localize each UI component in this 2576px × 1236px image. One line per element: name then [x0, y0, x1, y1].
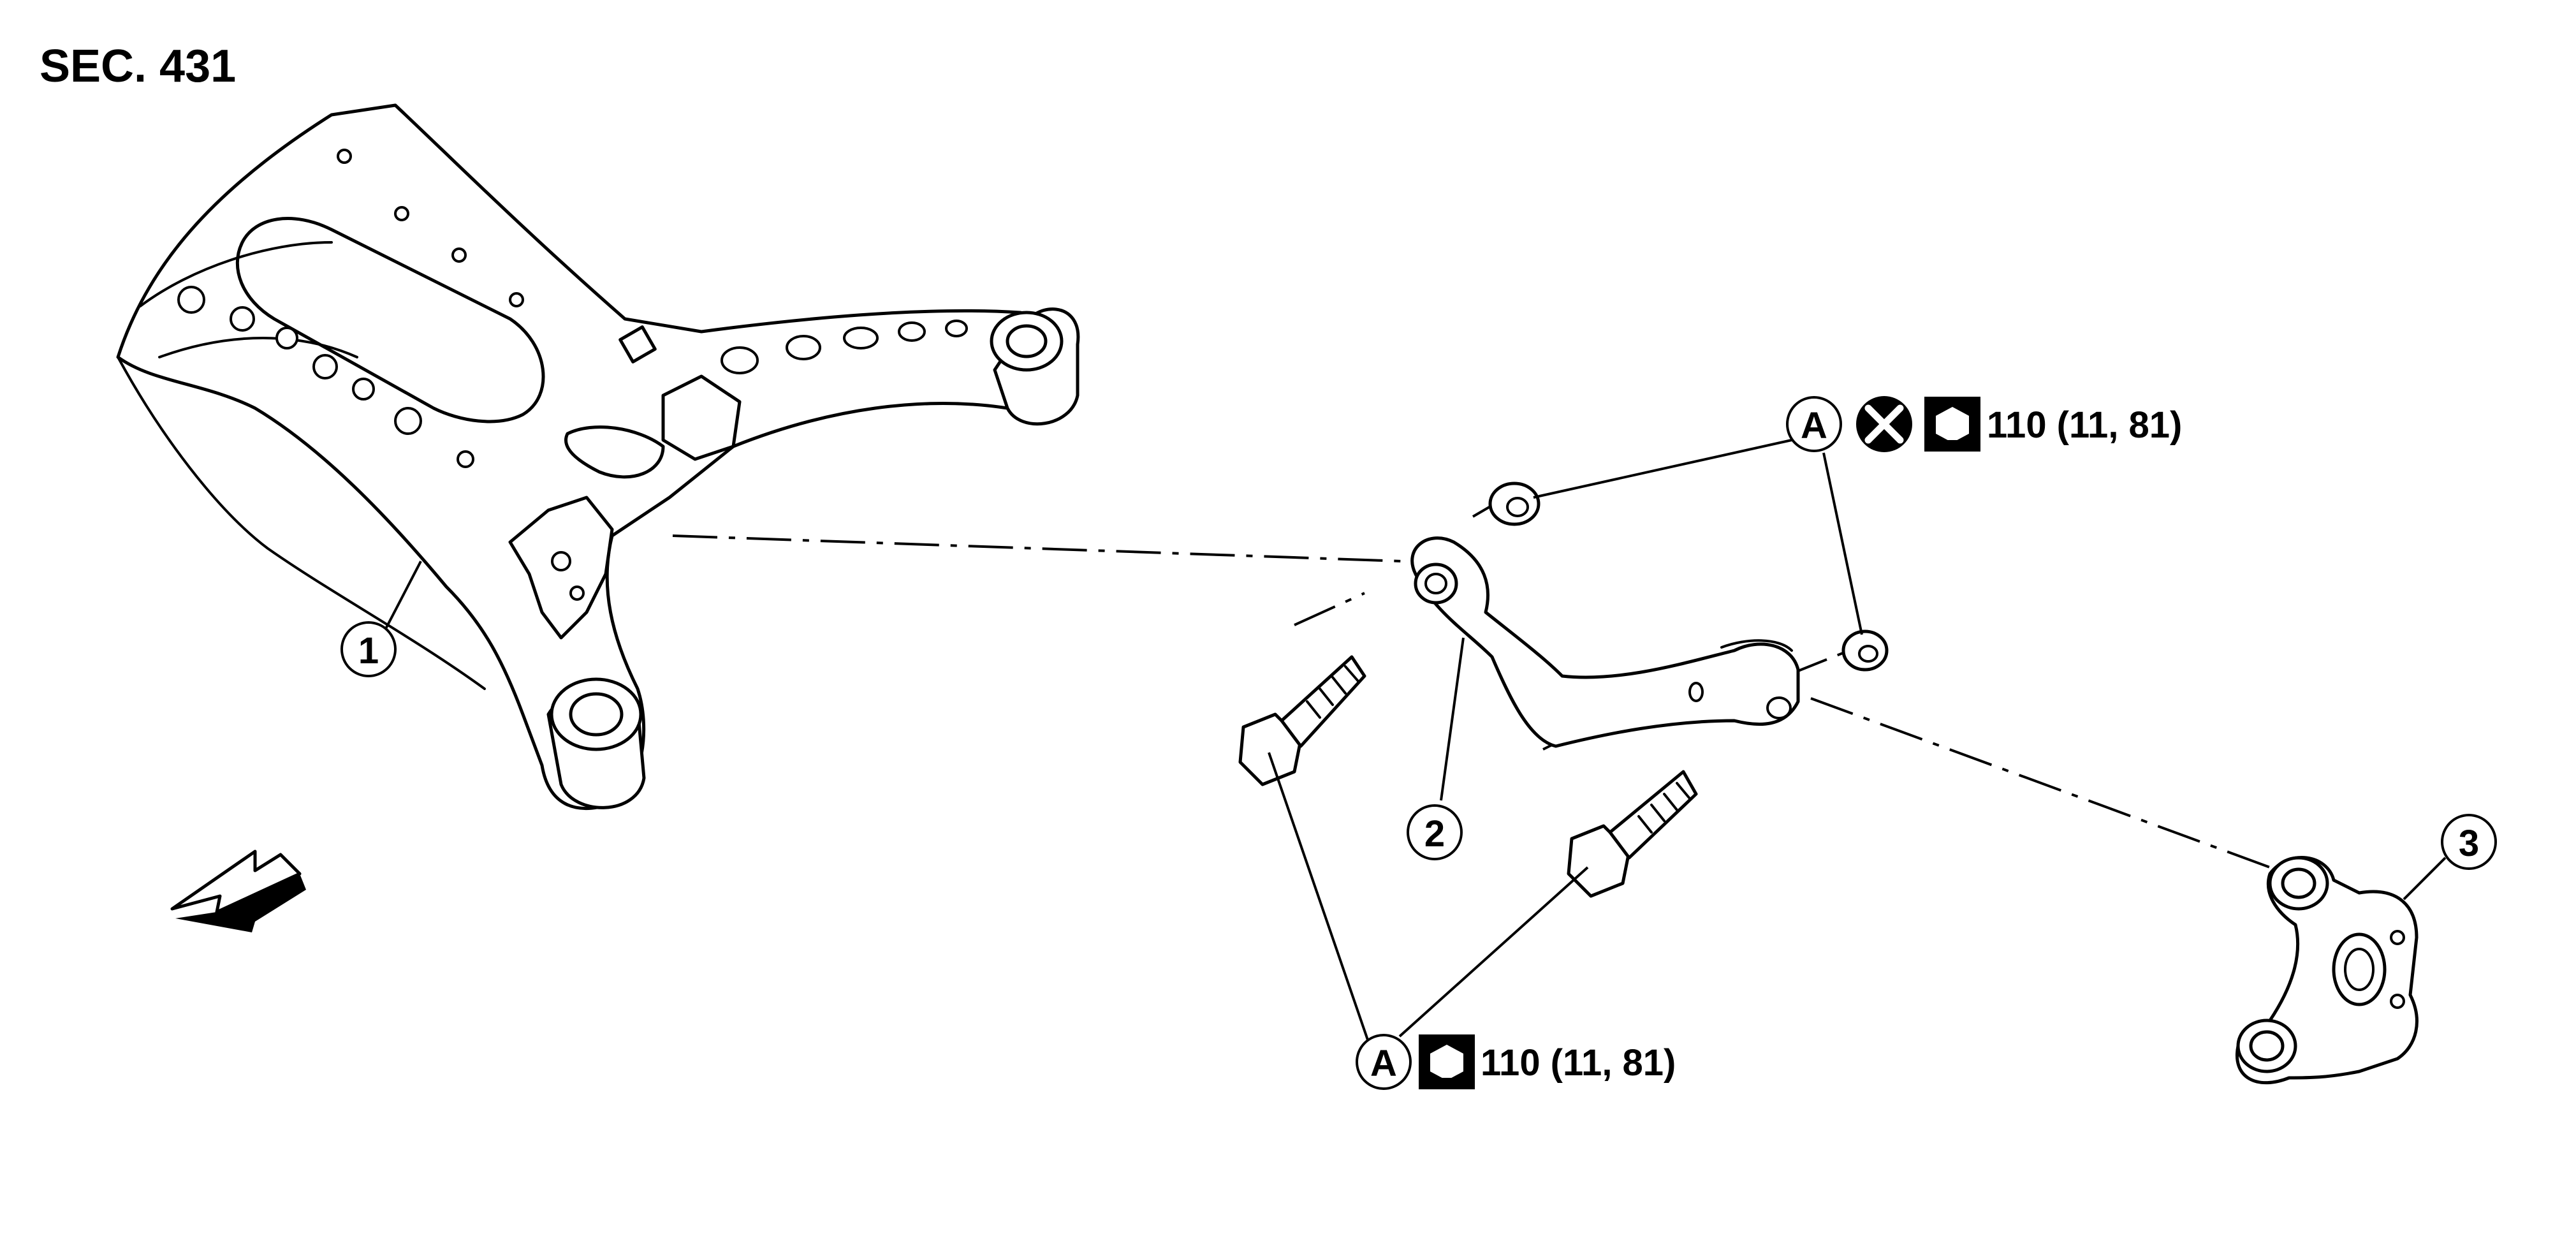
bolt-right: [1567, 770, 1698, 898]
torque-wrench-icon: [1419, 1034, 1475, 1089]
section-label: SEC. 431: [40, 41, 236, 92]
torque-value-upper: 110 (11, 81): [1987, 404, 2182, 446]
upper-nut-left: [1488, 482, 1540, 526]
axle-housing: [2236, 856, 2419, 1085]
svg-text:3: 3: [2459, 823, 2479, 864]
ref-a-lower: A: [1356, 1034, 1412, 1090]
svg-text:1: 1: [358, 630, 379, 672]
torque-wrench-icon: [1924, 397, 1980, 452]
svg-text:A: A: [1370, 1043, 1397, 1084]
upper-nut-right: [1841, 629, 1889, 672]
circle-x-icon: [1856, 396, 1912, 452]
callout-part-2: 2: [1407, 804, 1463, 860]
front-arrow-icon: [170, 850, 306, 932]
suspension-member: [116, 103, 1080, 810]
callout-part-1: 1: [340, 621, 397, 677]
torque-value-lower: 110 (11, 81): [1481, 1042, 1676, 1084]
callout-part-3: 3: [2441, 814, 2497, 870]
bolt-left: [1238, 655, 1366, 786]
upper-link: [1410, 536, 1800, 748]
svg-text:A: A: [1801, 405, 1827, 446]
svg-text:2: 2: [1424, 813, 1445, 855]
ref-a-upper: A: [1786, 396, 1842, 452]
